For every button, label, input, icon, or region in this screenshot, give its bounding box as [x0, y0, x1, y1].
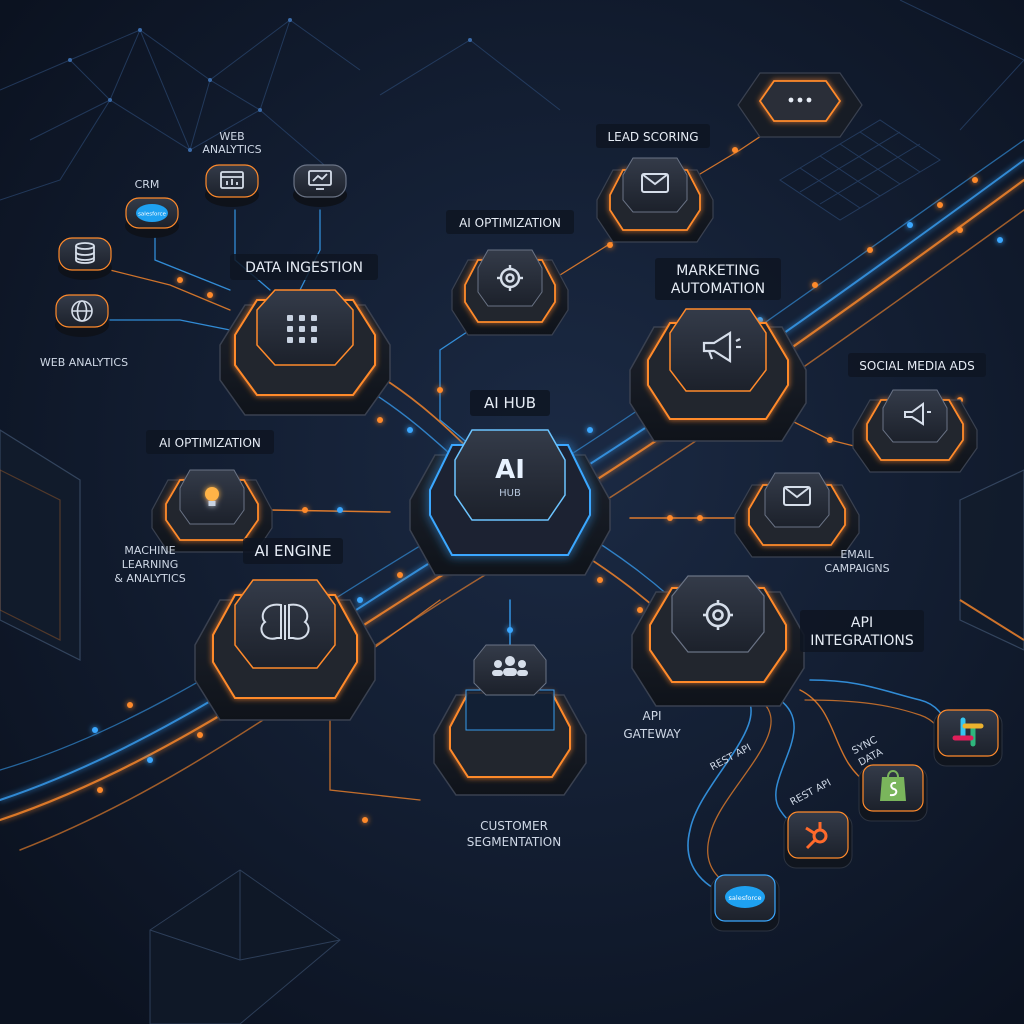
label-ai-optimization-left: AI OPTIMIZATION	[159, 436, 261, 450]
brain-icon	[260, 603, 310, 640]
node-data-ingestion[interactable]	[219, 289, 391, 416]
label-customer-segmentation-1: CUSTOMER	[480, 819, 548, 833]
gear-icon	[703, 600, 733, 630]
node-email-campaigns[interactable]	[734, 472, 860, 558]
label-api-integrations-1: API	[851, 615, 873, 631]
glass-cube-left-decoration	[0, 429, 81, 661]
bundle-to-salesforce	[687, 689, 752, 896]
glass-cube-right-decoration	[959, 469, 1024, 651]
database-icon	[75, 242, 95, 264]
users-icon	[492, 656, 528, 676]
node-ai-hub[interactable]: AI HUB	[409, 429, 611, 576]
shopify-bag-icon	[880, 770, 906, 801]
node-ai-optimization-top[interactable]	[451, 249, 569, 336]
label-ml-1: MACHINE	[124, 544, 175, 557]
integration-shopify[interactable]	[858, 764, 928, 822]
line-globe	[109, 319, 231, 331]
salesforce-logo-icon: salesforce	[725, 886, 765, 908]
line-crm	[154, 234, 231, 291]
megaphone-icon	[702, 331, 741, 363]
label-crm: CRM	[135, 178, 160, 191]
globe-icon	[71, 300, 93, 322]
source-monitor[interactable]	[293, 164, 347, 207]
label-web-analytics-top-1: WEB	[219, 130, 244, 143]
data-pulse-dots	[92, 147, 1003, 823]
label-web-analytics-left: WEB ANALYTICS	[40, 356, 128, 369]
node-ai-optimization-left[interactable]	[151, 469, 273, 553]
node-api-integrations[interactable]	[631, 575, 805, 707]
node-chat[interactable]	[737, 72, 863, 138]
node-marketing-automation[interactable]	[629, 308, 807, 442]
line-bulb-to-hub	[269, 509, 391, 513]
label-ml-2: LEARNING	[122, 558, 178, 571]
chat-bubble-icon	[788, 97, 812, 103]
label-ai-engine: AI ENGINE	[255, 542, 332, 560]
integration-slack[interactable]	[933, 709, 1003, 767]
labels: DATA INGESTION AI HUB AI ENGINE AI OPTIM…	[40, 124, 986, 849]
node-social-media-ads[interactable]	[852, 389, 978, 473]
grid-dots-icon	[287, 315, 317, 343]
label-marketing-automation-2: AUTOMATION	[671, 281, 765, 297]
envelope-icon	[783, 486, 811, 506]
label-email-campaigns-1: EMAIL	[840, 548, 874, 561]
node-customer-segmentation[interactable]	[433, 644, 587, 796]
ai-hub-subtitle: HUB	[499, 488, 521, 499]
label-ai-hub: AI HUB	[484, 394, 536, 412]
hubspot-icon	[805, 822, 828, 850]
label-marketing-automation-1: MARKETING	[676, 263, 759, 279]
glass-cube-bottom-decoration	[149, 869, 341, 1024]
integration-hubspot[interactable]	[783, 811, 853, 869]
label-data-ingestion: DATA INGESTION	[245, 260, 363, 276]
source-database[interactable]	[58, 237, 112, 280]
source-web-analytics-left[interactable]	[55, 294, 109, 337]
salesforce-logo-icon: salesforce	[136, 204, 168, 222]
bundle-to-shopify	[799, 689, 871, 786]
svg-text:salesforce: salesforce	[729, 894, 762, 902]
integration-salesforce[interactable]: salesforce	[710, 874, 780, 932]
label-ai-optimization-top: AI OPTIMIZATION	[459, 216, 561, 230]
label-social-media-ads: SOCIAL MEDIA ADS	[859, 359, 975, 373]
grid-panel-decoration	[779, 119, 941, 221]
label-api-gateway-2: GATEWAY	[623, 727, 681, 741]
line-opt-to-hub	[439, 329, 471, 446]
gear-icon	[497, 265, 523, 291]
label-api-integrations-2: INTEGRATIONS	[810, 633, 914, 649]
monitor-chart-icon	[308, 170, 332, 190]
label-web-analytics-top-2: ANALYTICS	[202, 143, 261, 156]
browser-chart-icon	[220, 171, 244, 189]
label-ml-3: & ANALYTICS	[114, 572, 185, 585]
node-ai-engine[interactable]	[194, 579, 376, 721]
label-email-campaigns-2: CAMPAIGNS	[824, 562, 889, 575]
line-segmentation-loop	[329, 599, 441, 801]
label-customer-segmentation-2: SEGMENTATION	[467, 835, 561, 849]
lightbulb-icon	[205, 487, 219, 506]
ai-hub-title: AI	[495, 455, 525, 485]
source-crm[interactable]: salesforce	[125, 197, 179, 238]
envelope-icon	[641, 173, 669, 193]
line-database	[109, 269, 231, 311]
slack-icon	[952, 717, 984, 747]
node-lead-scoring[interactable]	[596, 157, 714, 243]
label-api-gateway-1: API	[643, 709, 662, 723]
source-web-analytics-top[interactable]	[205, 164, 259, 207]
label-lead-scoring: LEAD SCORING	[607, 130, 698, 144]
megaphone-icon	[904, 402, 931, 426]
svg-text:salesforce: salesforce	[138, 212, 166, 218]
